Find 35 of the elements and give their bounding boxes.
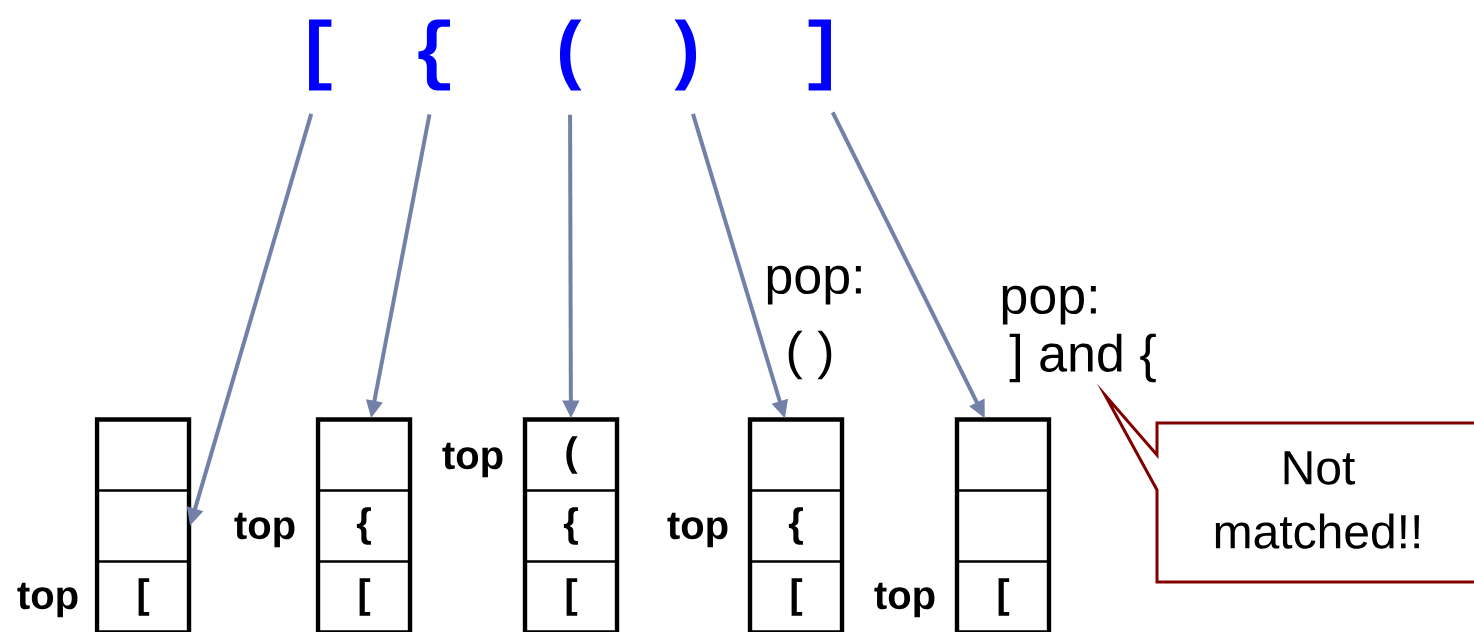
empty-cell bbox=[956, 489, 1050, 563]
stack-cell: [ bbox=[749, 560, 843, 632]
empty-cell bbox=[317, 418, 411, 492]
stack-cell: { bbox=[317, 489, 411, 563]
pop-note: ( ) bbox=[788, 330, 832, 380]
empty-cell bbox=[749, 418, 843, 492]
bracket-symbol: ( bbox=[559, 19, 582, 91]
pop-note: ] and { bbox=[1009, 333, 1156, 383]
stack-cell: { bbox=[524, 489, 618, 563]
stack-cell: ( bbox=[524, 418, 618, 492]
stack-cell: [ bbox=[956, 560, 1050, 632]
empty-cell bbox=[96, 418, 190, 492]
top-label: top bbox=[667, 512, 728, 548]
callout: Not matched!! bbox=[1096, 383, 1474, 584]
stack-frame bbox=[315, 417, 413, 632]
stack-frame bbox=[522, 417, 620, 632]
top-label: top bbox=[442, 442, 503, 478]
top-label: top bbox=[17, 582, 78, 618]
bracket-symbol: ] bbox=[808, 19, 831, 91]
pop-note: pop: bbox=[1002, 285, 1096, 325]
stack-cell: [ bbox=[317, 560, 411, 632]
bracket-symbol: ) bbox=[674, 19, 697, 91]
bracket-symbol: { bbox=[418, 19, 450, 91]
stack-frame bbox=[94, 417, 192, 632]
stack-frame bbox=[954, 417, 1052, 632]
empty-cell bbox=[96, 489, 190, 563]
pop-note: pop: bbox=[767, 265, 861, 305]
bracket-symbol: [ bbox=[309, 19, 332, 91]
stack-cell: [ bbox=[524, 560, 618, 632]
stack-cell: { bbox=[749, 489, 843, 563]
top-label: top bbox=[874, 582, 935, 618]
stack-frame bbox=[747, 417, 845, 632]
top-label: top bbox=[234, 512, 295, 548]
empty-cell bbox=[956, 418, 1050, 492]
stack-cell: [ bbox=[96, 560, 190, 632]
